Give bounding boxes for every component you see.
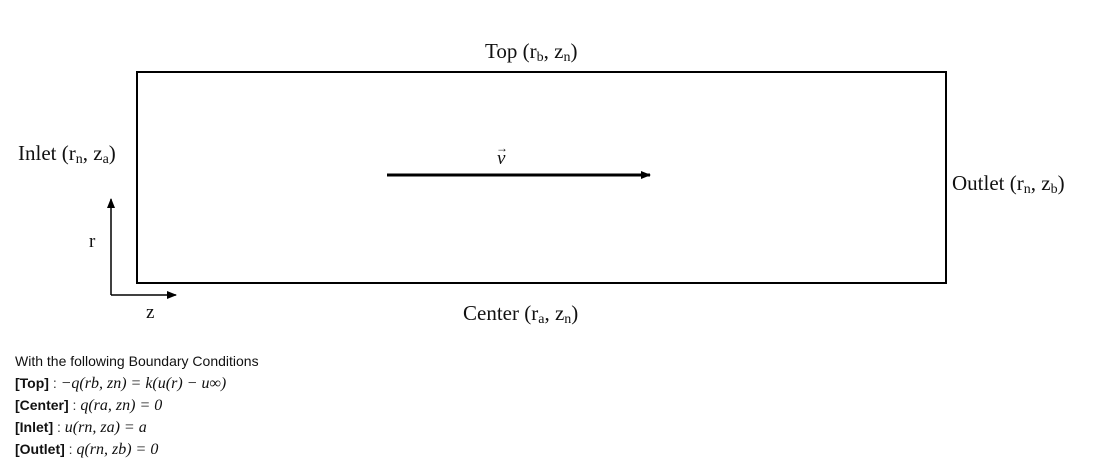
velocity-vector-accent: → bbox=[496, 141, 508, 155]
bc-equation: −q(rb, zn) = k(u(r) − u∞) bbox=[60, 375, 227, 392]
bc-separator: : bbox=[64, 441, 77, 457]
domain-rectangle bbox=[136, 71, 947, 284]
bc-top-row: [Top] : −q(rb, zn) = k(u(r) − u∞) bbox=[15, 372, 259, 394]
bc-label: [Center] bbox=[15, 397, 69, 413]
center-boundary-label: Center (ra, zn) bbox=[463, 301, 578, 327]
bc-inlet-row: [Inlet] : u(rn, za) = a bbox=[15, 416, 259, 438]
z-axis-label: z bbox=[146, 302, 154, 323]
boundary-conditions-heading: With the following Boundary Conditions bbox=[15, 353, 259, 369]
outlet-boundary-label: Outlet (rn, zb) bbox=[952, 171, 1065, 197]
bc-label: [Outlet] bbox=[15, 441, 65, 457]
top-boundary-label: Top (rb, zn) bbox=[485, 39, 577, 65]
inlet-boundary-label: Inlet (rn, za) bbox=[18, 141, 116, 167]
r-axis-label: r bbox=[89, 231, 96, 252]
bc-label: [Inlet] bbox=[15, 419, 54, 435]
velocity-vector-label: v bbox=[497, 148, 506, 169]
bc-equation: q(ra, zn) = 0 bbox=[80, 397, 163, 414]
bc-outlet-row: [Outlet] : q(rn, zb) = 0 bbox=[15, 438, 259, 460]
bc-separator: : bbox=[48, 375, 61, 391]
bc-equation: u(rn, za) = a bbox=[64, 419, 147, 436]
bc-separator: : bbox=[53, 419, 65, 435]
bc-center-row: [Center] : q(ra, zn) = 0 bbox=[15, 394, 259, 416]
bc-equation: q(rn, zb) = 0 bbox=[76, 441, 159, 458]
bc-separator: : bbox=[68, 397, 81, 413]
bc-label: [Top] bbox=[15, 375, 49, 391]
boundary-conditions-block: With the following Boundary Conditions [… bbox=[15, 350, 259, 460]
